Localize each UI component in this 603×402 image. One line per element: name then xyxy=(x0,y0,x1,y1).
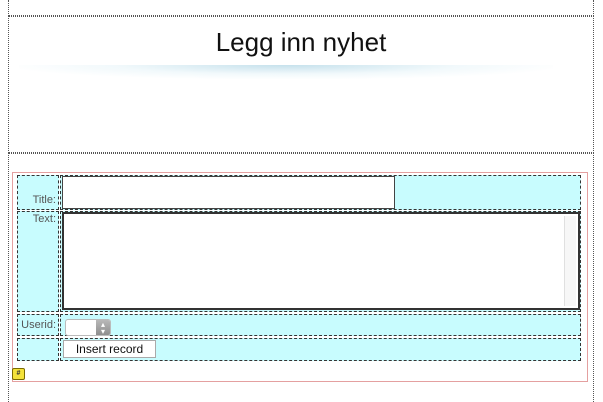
title-input[interactable] xyxy=(62,176,395,209)
title-label-cell: Title: xyxy=(17,175,59,210)
text-textarea[interactable] xyxy=(62,212,580,310)
page-title: Legg inn nyhet xyxy=(215,27,387,57)
userid-field-cell xyxy=(60,314,581,336)
insert-record-button[interactable]: Insert record xyxy=(63,340,156,358)
title-label: Title: xyxy=(32,194,56,206)
userid-label: Userid: xyxy=(21,319,56,331)
submit-label-cell xyxy=(17,338,59,361)
updown-arrow-icon: ▴▾ xyxy=(96,320,110,336)
submit-field-cell xyxy=(60,338,581,361)
userid-label-cell: Userid: xyxy=(17,314,59,336)
header-glow-decoration xyxy=(19,65,553,79)
header-region: Legg inn nyhet xyxy=(8,16,594,153)
layout-top-strip xyxy=(8,0,594,16)
text-label-cell: Text: xyxy=(17,211,59,312)
text-label: Text: xyxy=(32,213,56,225)
textarea-scrollbar[interactable] xyxy=(564,216,576,306)
insert-form xyxy=(12,172,588,382)
php-tag-icon[interactable]: # xyxy=(12,368,25,380)
content-region xyxy=(8,153,594,402)
userid-select[interactable]: ▴▾ xyxy=(65,319,111,336)
